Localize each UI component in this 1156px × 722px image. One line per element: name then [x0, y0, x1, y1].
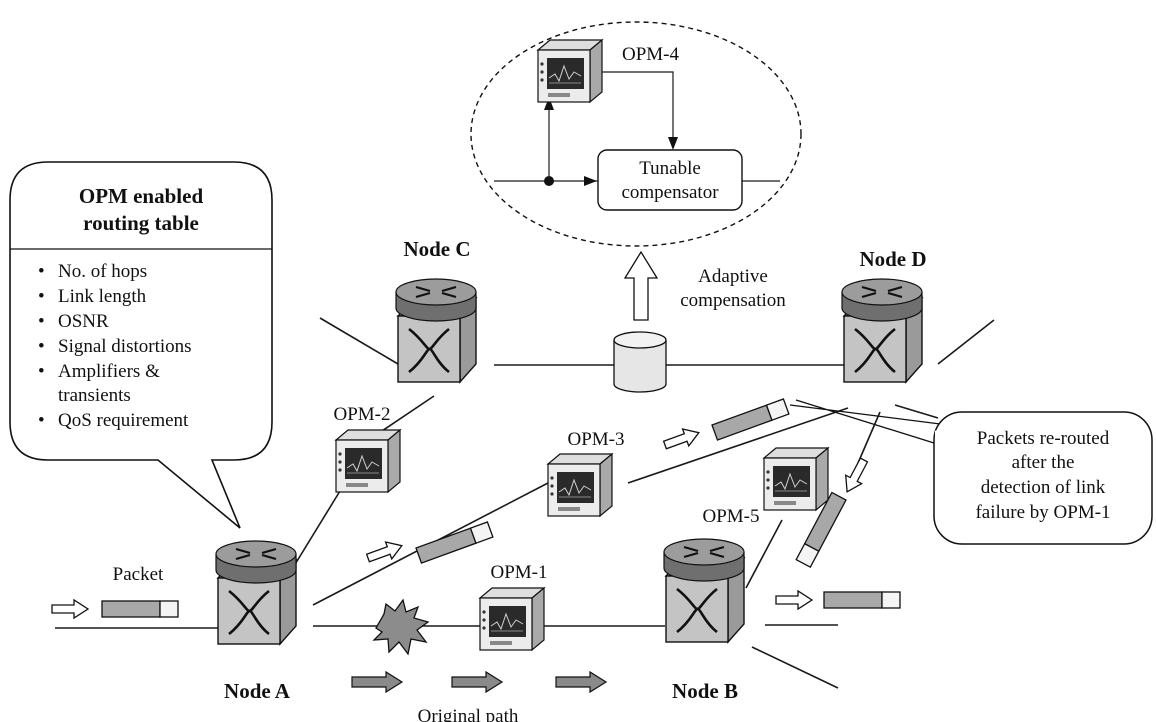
original-path-arrow-2-icon [451, 671, 503, 693]
routing-item: Link length [58, 286, 147, 307]
routing-bullet: • [38, 286, 45, 307]
node-c-label: Node C [403, 237, 470, 261]
outgoing-arrow-icon [775, 590, 813, 610]
compensation-detail: Tunable compensator OPM-4 [470, 21, 802, 247]
routing-bullet: • [38, 336, 45, 357]
node-a-label: Node A [224, 679, 291, 703]
opm1-label: OPM-1 [490, 562, 547, 583]
adaptive-line1: Adaptive [698, 266, 768, 287]
tunable-compensator-box [597, 149, 743, 211]
opm5-device [763, 447, 829, 511]
routing-table-title-2: routing table [83, 211, 199, 235]
routing-item: transients [58, 385, 131, 406]
opm4-feedback [602, 71, 674, 144]
link-c-in [319, 317, 399, 365]
node-b-label: Node B [672, 679, 738, 703]
routing-table-bubble: OPM enabled routing table • No. of hops … [9, 161, 273, 529]
rerouted-packet-2 [711, 398, 790, 441]
links [55, 317, 995, 689]
callout-line3: detection of link [981, 477, 1106, 498]
packet-in-arrow-icon [51, 599, 89, 619]
link-opm3-d [627, 407, 849, 484]
node-d-icon [840, 277, 924, 384]
adaptive-line2: compensation [680, 290, 786, 311]
link-a-opm2 [293, 490, 341, 567]
rerouted-arrow-3-icon [838, 455, 873, 497]
link-d-out [937, 319, 995, 365]
routing-item: No. of hops [58, 261, 147, 282]
compensator-line1: Tunable [639, 158, 701, 179]
original-path-label: Original path [418, 706, 519, 722]
node-d-label: Node D [859, 247, 926, 271]
routing-item: OSNR [58, 311, 109, 332]
callout-line1: Packets re-routed [977, 428, 1110, 449]
compensator-line2: compensator [621, 182, 719, 203]
packet-label: Packet [113, 564, 164, 585]
original-path-arrow-3-icon [555, 671, 607, 693]
original-path-arrow-1-icon [351, 671, 403, 693]
outgoing-packet [823, 591, 901, 609]
opm2-label: OPM-2 [333, 404, 390, 425]
routing-bullet: • [38, 410, 45, 431]
callout-line4: failure by OPM-1 [975, 502, 1110, 523]
opm1-device [479, 587, 545, 651]
incoming-packet [101, 600, 179, 618]
rerouted-arrow-1-icon [364, 536, 406, 568]
opm3-device [547, 453, 613, 517]
reroute-callout: Packets re-routed after the detection of… [789, 399, 1153, 545]
opm3-label: OPM-3 [567, 429, 624, 450]
routing-item: Signal distortions [58, 336, 192, 357]
routing-item: Amplifiers & [58, 361, 160, 382]
routing-item: QoS requirement [58, 410, 189, 431]
dashed-ellipse [470, 21, 802, 247]
routing-bullet: • [38, 261, 45, 282]
routing-bullet: • [38, 361, 45, 382]
link-opm2-c [375, 395, 435, 436]
opm5-label: OPM-5 [702, 506, 759, 527]
node-c-icon [394, 277, 478, 384]
node-a-icon [214, 539, 298, 646]
routing-bullet: • [38, 311, 45, 332]
adaptive-compensation: Adaptive compensation [613, 250, 786, 393]
link-b-out-2 [751, 646, 839, 689]
rerouted-packet-1 [415, 521, 494, 564]
opm4-label: OPM-4 [622, 44, 680, 65]
opm4-device [537, 39, 603, 103]
link-opm5-b [745, 519, 783, 589]
up-arrow-icon [623, 250, 659, 321]
opm2-device [335, 429, 401, 493]
compensator-cylinder [613, 331, 667, 393]
link-failure-burst-icon [372, 598, 430, 656]
rerouted-arrow-2-icon [661, 423, 703, 455]
routing-table-title-1: OPM enabled [79, 184, 204, 208]
link-d-out-2 [894, 404, 939, 419]
callout-line2: after the [1012, 452, 1075, 473]
node-b-icon [662, 537, 746, 644]
